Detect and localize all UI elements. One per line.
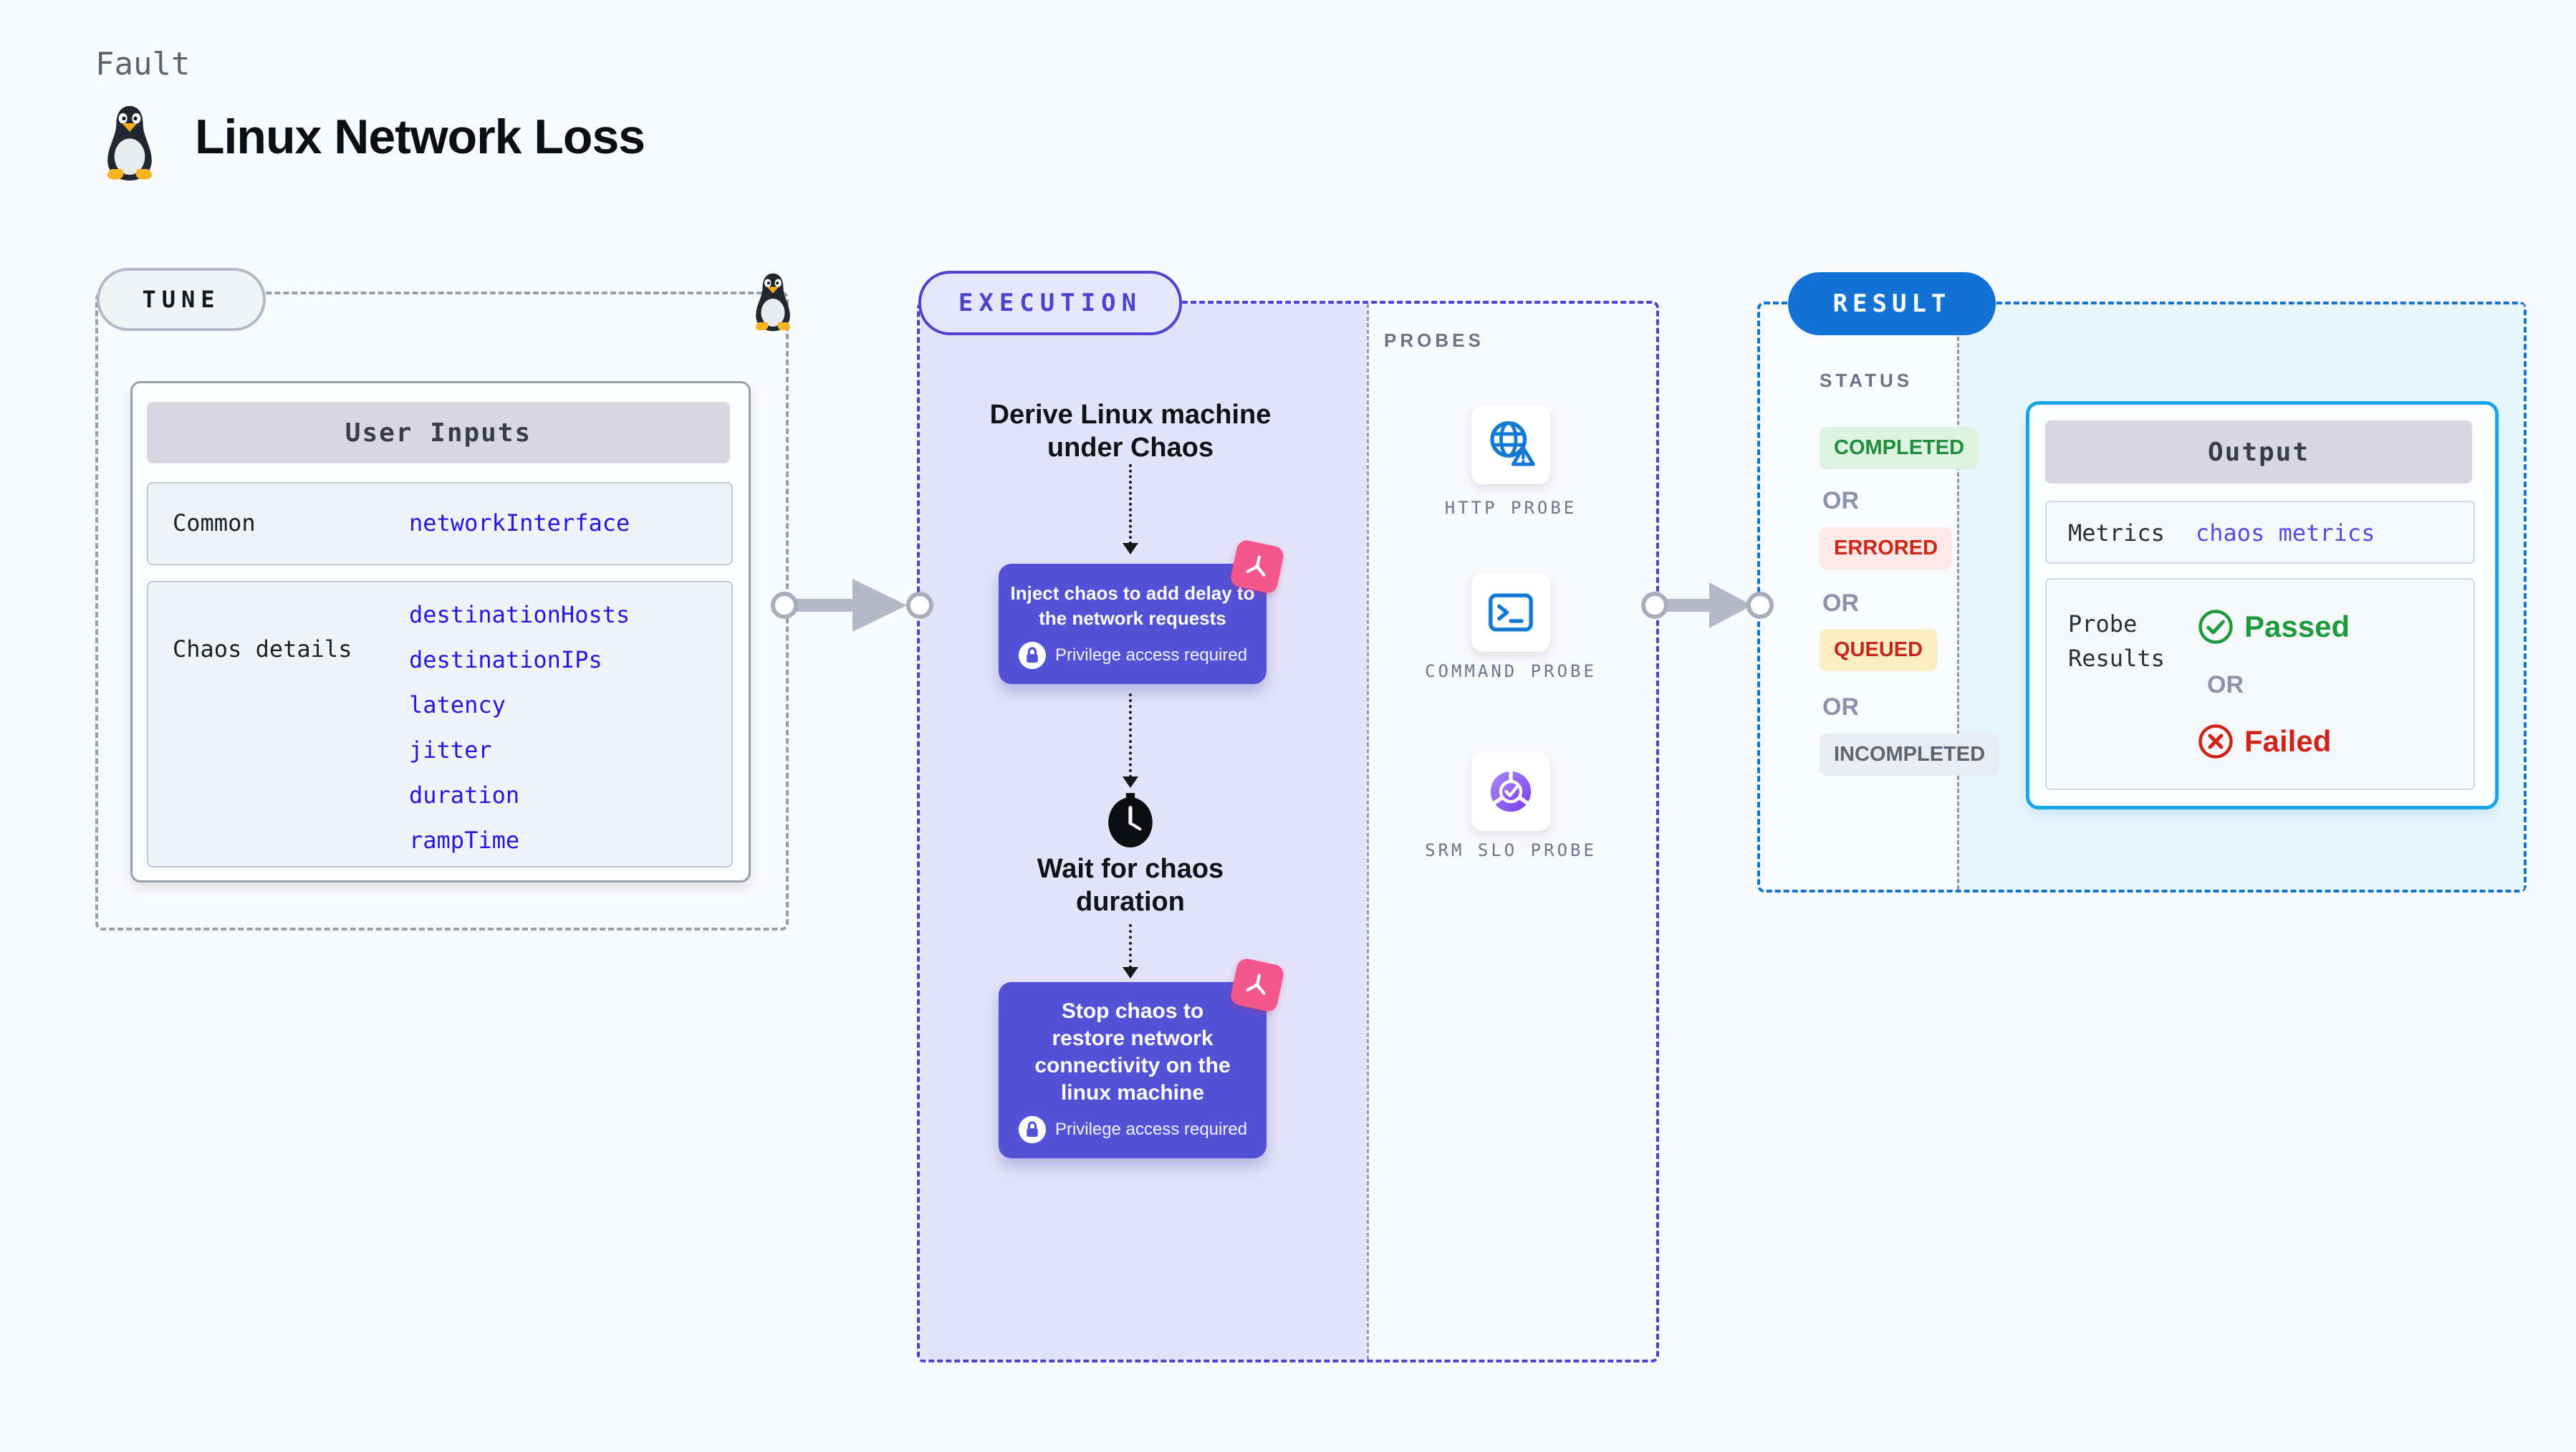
chaos-flag-icon <box>1229 538 1286 595</box>
tune-pill: TUNE <box>97 268 266 331</box>
connector-dot <box>1746 592 1774 619</box>
terminal-icon <box>1489 593 1533 632</box>
page-title: Linux Network Loss <box>195 110 645 164</box>
stop-step-text: Stop chaos to restore network connectivi… <box>1034 999 1231 1105</box>
chaos-glyph-icon <box>1246 555 1266 577</box>
tux-penguin-icon <box>107 106 153 181</box>
lock-icon <box>1018 1115 1047 1144</box>
probe-name: HTTP PROBE <box>1444 498 1577 518</box>
slo-donut-check-icon <box>1490 770 1532 812</box>
privilege-row: Privilege access required <box>999 1115 1267 1144</box>
flow-arrow-down <box>1123 693 1138 788</box>
srm-slo-probe-card <box>1471 752 1550 831</box>
status-badge-completed: COMPLETED <box>1820 427 1979 469</box>
result-pill: RESULT <box>1788 272 1996 335</box>
execution-pill: EXECUTION <box>918 271 1182 335</box>
wait-step-text: Wait for chaos duration <box>1037 854 1224 917</box>
inject-step-text: Inject chaos to add delay to the network… <box>1010 582 1255 629</box>
metrics-row: Metrics chaos metrics <box>2045 501 2475 564</box>
tux-penguin-icon <box>755 273 791 332</box>
param-value: networkInterface <box>409 509 630 537</box>
param-value: latency <box>409 691 506 718</box>
metrics-value: chaos metrics <box>2196 519 2375 547</box>
breadcrumb: Fault <box>95 46 191 82</box>
result-section: STATUS COMPLETED OR ERRORED OR QUEUED OR… <box>1757 302 2527 893</box>
output-card: Output Metrics chaos metrics Probe Resul… <box>2026 401 2499 809</box>
chaos-glyph-icon <box>1246 973 1266 995</box>
or-label: OR <box>2207 671 2244 698</box>
user-inputs-card: User Inputs Common networkInterface Chao… <box>130 381 751 883</box>
probes-label: PROBES <box>1384 330 1484 351</box>
or-label: OR <box>1822 487 1859 514</box>
failed-label: Failed <box>2244 724 2332 758</box>
connector-arrowhead <box>852 579 907 632</box>
passed-label: Passed <box>2244 610 2350 643</box>
connector-arrow <box>1659 599 1709 612</box>
stop-chaos-node: Stop chaos to restore network connectivi… <box>999 982 1267 1158</box>
x-circle-icon <box>2198 724 2233 759</box>
derive-step-text: Derive Linux machine under Chaos <box>989 400 1272 463</box>
input-row-common: Common networkInterface <box>147 482 733 565</box>
or-label: OR <box>1822 693 1859 721</box>
probe-results-row: Probe Results Passed OR Failed <box>2045 578 2475 790</box>
inject-chaos-node: Inject chaos to add delay to the network… <box>999 564 1267 684</box>
probes-divider <box>1367 304 1369 1360</box>
connector-dot <box>906 592 933 619</box>
execution-section: Derive Linux machine under Chaos Inject … <box>917 301 1659 1362</box>
check-circle-icon <box>2198 610 2233 644</box>
connector-dot <box>771 592 798 619</box>
command-probe-card <box>1471 573 1550 652</box>
user-inputs-title: User Inputs <box>147 402 730 463</box>
flow-arrow-down <box>1123 924 1138 979</box>
metrics-label: Metrics <box>2068 519 2165 547</box>
param-value: rampTime <box>409 827 520 854</box>
connector-arrowhead <box>1709 582 1752 628</box>
http-probe-card <box>1471 405 1550 484</box>
input-row-chaos-details: Chaos details destinationHosts destinati… <box>147 581 733 867</box>
param-value: jitter <box>409 736 492 764</box>
param-value: destinationIPs <box>409 646 602 673</box>
status-badge-errored: ERRORED <box>1820 527 1953 569</box>
status-heading: STATUS <box>1820 370 1913 391</box>
param-list: destinationHosts destinationIPs latency … <box>409 592 630 863</box>
lock-icon <box>1018 641 1047 670</box>
globe-warning-icon <box>1490 420 1535 466</box>
privilege-note: Privilege access required <box>1054 645 1248 665</box>
probe-name: COMMAND PROBE <box>1425 661 1597 681</box>
connector-arrow <box>788 599 852 612</box>
input-row-label: Chaos details <box>173 635 352 663</box>
clock-icon <box>1108 793 1153 847</box>
status-badge-queued: QUEUED <box>1820 629 1938 671</box>
output-title: Output <box>2045 420 2472 484</box>
probe-name: SRM SLO PROBE <box>1425 840 1597 860</box>
chaos-flag-icon <box>1229 956 1286 1014</box>
privilege-row: Privilege access required <box>999 641 1267 670</box>
param-value: duration <box>409 782 520 809</box>
or-label: OR <box>1822 590 1859 617</box>
status-output-divider <box>1957 304 1959 890</box>
privilege-note: Privilege access required <box>1054 1120 1248 1139</box>
probe-results-label: Probe Results <box>2068 610 2165 672</box>
failed-verdict: Failed <box>2197 723 2331 760</box>
flow-arrow-down <box>1123 464 1138 554</box>
passed-verdict: Passed <box>2197 608 2350 645</box>
input-row-label: Common <box>173 509 256 537</box>
connector-dot <box>1641 592 1668 619</box>
status-badge-incompleted: INCOMPLETED <box>1820 734 2000 776</box>
param-value: destinationHosts <box>409 601 630 628</box>
